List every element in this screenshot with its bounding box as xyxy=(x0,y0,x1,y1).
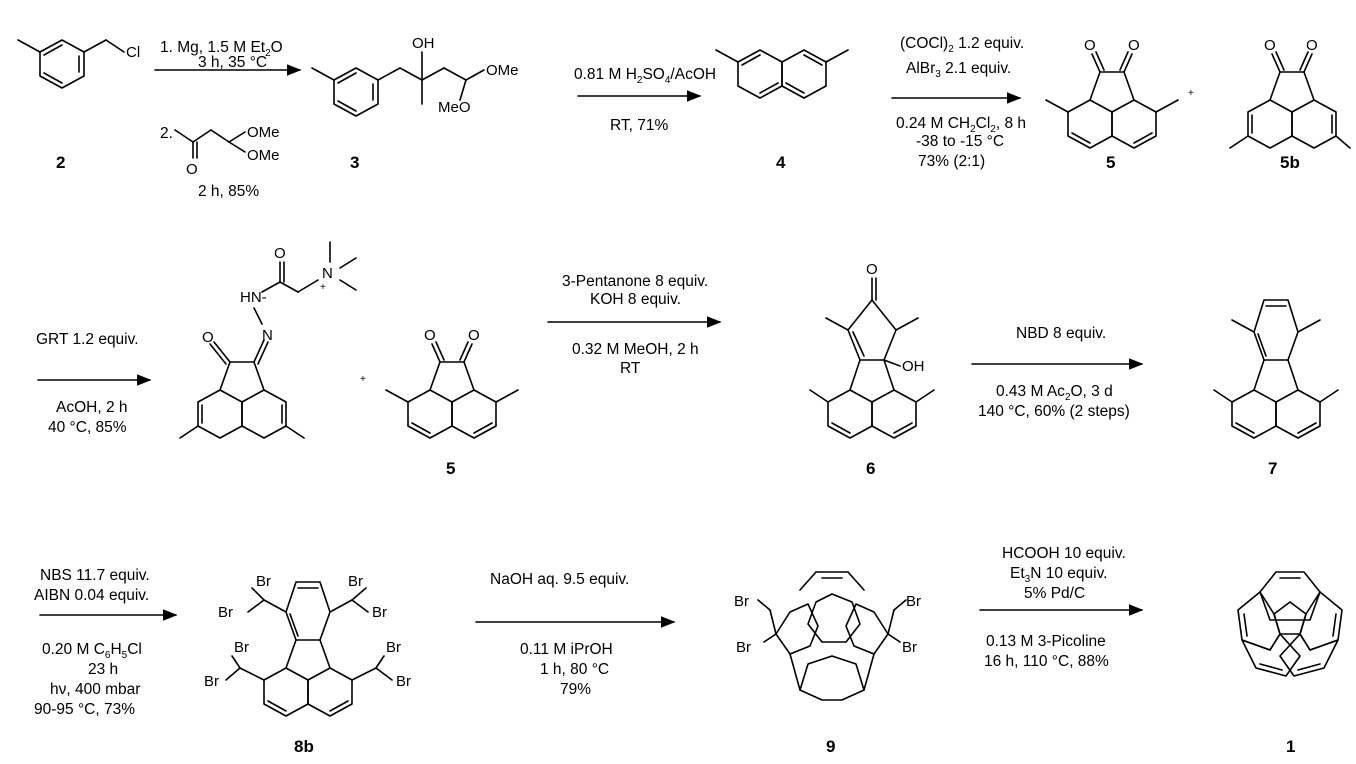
label-br-9a: Br xyxy=(734,593,749,610)
label-ome-3a: OMe xyxy=(486,62,519,79)
step6-line1: NBD 8 equiv. xyxy=(1016,325,1106,342)
label-plus-2: + xyxy=(360,374,366,385)
step6-line2: 0.43 M Ac2O, 3 d xyxy=(996,383,1113,403)
label-hn-hz: HN- xyxy=(240,289,267,306)
number-6: 6 xyxy=(866,459,875,478)
label-oh-6: OH xyxy=(902,358,925,375)
number-4: 4 xyxy=(776,153,786,172)
structure-5-recovered xyxy=(385,341,519,439)
label-oh: OH xyxy=(412,35,435,52)
structure-5b xyxy=(1229,51,1351,149)
step2-line1: 0.81 M H2SO4/AcOH xyxy=(574,66,716,86)
step5-line3: 0.32 M MeOH, 2 h xyxy=(572,341,699,358)
step8-line4: 79% xyxy=(560,681,591,698)
label-n-hz: N xyxy=(262,327,273,344)
conditions: 1. Mg, 1.5 M Et2O 3 h, 35 °C 2. 2 h, 85%… xyxy=(34,35,1130,718)
label-br-5: Br xyxy=(234,639,249,656)
label-br-9b: Br xyxy=(736,639,751,656)
number-8b: 8b xyxy=(294,737,314,756)
label-meo-3: MeO xyxy=(438,99,471,116)
step9-line2: Et3N 10 equiv. xyxy=(1010,565,1107,585)
step7-line2: AIBN 0.04 equiv. xyxy=(34,587,149,604)
label-br-2: Br xyxy=(218,604,233,621)
label-nplus: N xyxy=(322,265,333,282)
structure-2 xyxy=(17,39,125,89)
step4-line1: GRT 1.2 equiv. xyxy=(36,331,139,348)
step7-line4: 23 h xyxy=(88,661,118,678)
label-br-7: Br xyxy=(386,639,401,656)
step3-line1: (COCl)2 1.2 equiv. xyxy=(900,35,1024,55)
step3-line2: AlBr3 2.1 equiv. xyxy=(906,60,1011,80)
number-5-recovered: 5 xyxy=(446,459,455,478)
number-7: 7 xyxy=(1268,459,1277,478)
label-o-amide: O xyxy=(274,245,286,262)
number-5b: 5b xyxy=(1280,153,1300,172)
step7-line1: NBS 11.7 equiv. xyxy=(40,567,150,584)
label-o-5b-b: O xyxy=(1306,37,1318,54)
step5-line4: RT xyxy=(620,360,641,377)
label-ome-k1: OMe xyxy=(247,124,280,141)
step9-line5: 16 h, 110 °C, 88% xyxy=(984,653,1109,670)
label-o-6: O xyxy=(866,261,878,278)
atom-labels: Cl OH OMe MeO O OMe OMe O O + O O O N HN… xyxy=(126,35,1318,690)
structure-6 xyxy=(809,277,935,439)
number-2: 2 xyxy=(56,153,65,172)
structure-5 xyxy=(1045,51,1179,149)
step5-line2: KOH 8 equiv. xyxy=(590,291,681,308)
structure-8b xyxy=(225,581,393,717)
step8-line3: 1 h, 80 °C xyxy=(540,661,609,678)
structure-hydrazone xyxy=(179,241,357,439)
step3-line5: 73% (2:1) xyxy=(918,153,985,170)
label-br-6: Br xyxy=(204,673,219,690)
label-ome-k2: OMe xyxy=(247,147,280,164)
label-o-5b: O xyxy=(1128,37,1140,54)
step4-line2: AcOH, 2 h xyxy=(56,399,128,416)
step3-line4: -38 to -15 °C xyxy=(916,133,1004,150)
step4-line3: 40 °C, 85% xyxy=(48,419,127,436)
structure-9 xyxy=(757,571,907,701)
step9-line3: 5% Pd/C xyxy=(1024,585,1085,602)
step8-line2: 0.11 M iPrOH xyxy=(520,641,613,658)
number-3: 3 xyxy=(350,153,359,172)
label-o-hz: O xyxy=(202,329,214,346)
step5-line1: 3-Pentanone 8 equiv. xyxy=(562,273,708,290)
number-1: 1 xyxy=(1286,737,1295,756)
step7-line5: hν, 400 mbar xyxy=(50,681,140,698)
compound-numbers: 2 3 4 5 5b 5 6 7 8b 9 1 xyxy=(56,153,1300,756)
label-br-3: Br xyxy=(348,573,363,590)
label-o-5b-a: O xyxy=(1264,37,1276,54)
label-br-8: Br xyxy=(396,673,411,690)
structure-4 xyxy=(715,49,849,99)
step1-line2: 3 h, 35 °C xyxy=(198,54,267,71)
step9-line1: HCOOH 10 equiv. xyxy=(1002,545,1126,562)
number-9: 9 xyxy=(826,737,835,756)
step7-line3: 0.20 M C6H5Cl xyxy=(42,641,142,661)
structure-3 xyxy=(311,51,485,117)
step1-line3: 2. xyxy=(160,125,173,142)
step9-line4: 0.13 M 3-Picoline xyxy=(986,633,1106,650)
label-cl: Cl xyxy=(126,44,140,61)
label-br-1: Br xyxy=(256,573,271,590)
label-o-5r-b: O xyxy=(468,327,480,344)
step1-line4: 2 h, 85% xyxy=(198,183,259,200)
reagent-ketone xyxy=(174,129,246,159)
label-o-5a: O xyxy=(1084,37,1096,54)
label-br-9c: Br xyxy=(906,593,921,610)
step8-line1: NaOH aq. 9.5 equiv. xyxy=(490,571,629,588)
label-nplus-charge: + xyxy=(320,282,326,293)
structure-7 xyxy=(1213,299,1339,439)
number-5: 5 xyxy=(1106,153,1115,172)
step7-line6: 90-95 °C, 73% xyxy=(34,701,135,718)
step2-line2: RT, 71% xyxy=(610,117,669,134)
label-plus-1: + xyxy=(1188,88,1194,99)
structure-1-corannulene xyxy=(1237,571,1343,677)
step1-line1: 1. Mg, 1.5 M Et2O xyxy=(160,39,283,59)
step6-line3: 140 °C, 60% (2 steps) xyxy=(978,403,1130,420)
label-br-9d: Br xyxy=(902,639,917,656)
label-o-5r-a: O xyxy=(424,327,436,344)
label-o-ketone: O xyxy=(186,161,198,178)
step3-line3: 0.24 M CH2Cl2, 8 h xyxy=(896,115,1026,135)
label-br-4: Br xyxy=(372,604,387,621)
